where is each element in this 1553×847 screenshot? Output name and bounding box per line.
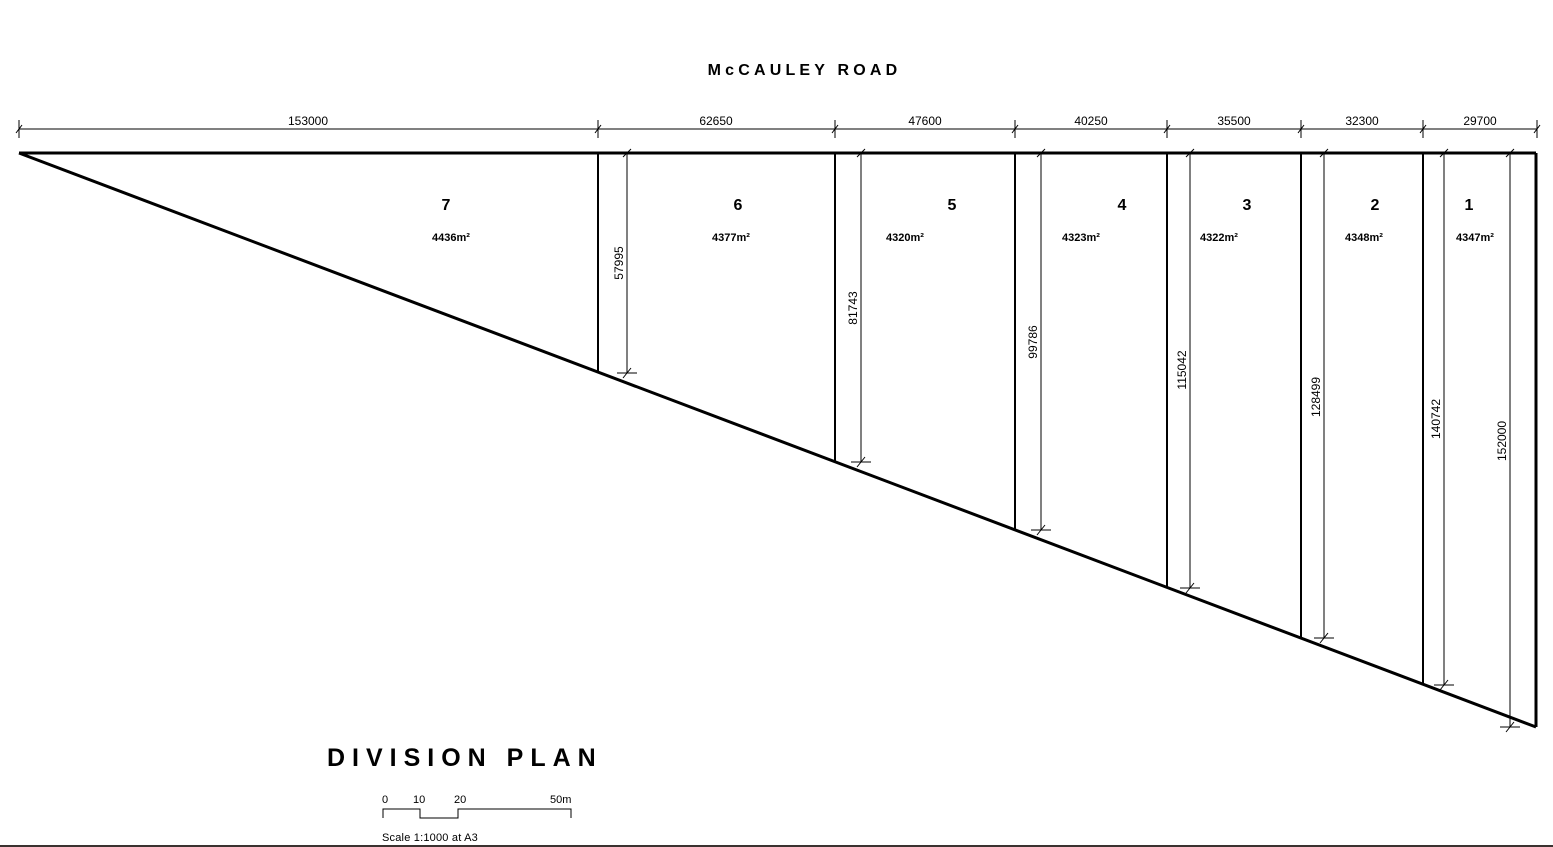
plan-title: DIVISION PLAN [327, 744, 603, 772]
frontage-dim-lot-6: 62650 [699, 114, 733, 128]
lot-2: 2 4348m² [1345, 197, 1383, 244]
lot-4: 4 4323m² [1062, 197, 1127, 244]
depth-dim-lot-1: 140742 [1429, 399, 1443, 439]
frontage-dimension-line [15, 120, 1541, 138]
depth-dimension-labels: 57995 81743 99786 115042 128499 140742 1… [612, 246, 1509, 461]
depth-dim-lot-6: 57995 [612, 246, 626, 280]
lot-area: 4436m² [432, 232, 470, 244]
depth-dim-lot-2: 128499 [1309, 377, 1323, 417]
scale-tick-0: 0 [382, 794, 388, 806]
lot-number: 1 [1465, 197, 1474, 214]
lot-3: 3 4322m² [1200, 197, 1252, 244]
frontage-dim-lot-1: 29700 [1463, 114, 1497, 128]
frontage-dim-lot-4: 40250 [1074, 114, 1108, 128]
road-label: McCAULEY ROAD [707, 62, 902, 79]
lot-area: 4323m² [1062, 232, 1100, 244]
lot-5: 5 4320m² [886, 197, 957, 244]
depth-dim-lot-3: 115042 [1175, 350, 1189, 389]
lot-labels: 7 4436m² 6 4377m² 5 4320m² 4 4323m² 3 43… [432, 197, 1494, 244]
lot-area: 4377m² [712, 232, 750, 244]
frontage-dim-lot-3: 35500 [1217, 114, 1251, 128]
scale-bar: 0 10 20 50m [382, 794, 572, 819]
lot-7: 7 4436m² [432, 197, 470, 244]
lot-1: 1 4347m² [1456, 197, 1494, 244]
scale-tick-50m: 50m [550, 794, 571, 806]
depth-dimension-lines [617, 148, 1520, 733]
lot-number: 5 [948, 197, 957, 214]
lot-number: 3 [1243, 197, 1252, 214]
bottom-border [0, 845, 1553, 847]
scale-caption: Scale 1:1000 at A3 [382, 832, 478, 844]
frontage-dim-lot-5: 47600 [908, 114, 942, 128]
depth-dim-lot-4: 99786 [1026, 325, 1040, 359]
scale-tick-20: 20 [454, 794, 466, 806]
lot-area: 4347m² [1456, 232, 1494, 244]
frontage-dim-lot-2: 32300 [1345, 114, 1379, 128]
lot-area: 4320m² [886, 232, 924, 244]
parcel-outline [18, 151, 1538, 729]
frontage-dim-lot-7: 153000 [288, 114, 328, 128]
lot-boundaries [597, 153, 1424, 684]
lot-area: 4322m² [1200, 232, 1238, 244]
scale-tick-10: 10 [413, 794, 425, 806]
lot-area: 4348m² [1345, 232, 1383, 244]
depth-dim-end: 152000 [1495, 421, 1509, 461]
lot-number: 6 [734, 197, 743, 214]
frontage-dimension-labels: 153000 62650 47600 40250 35500 32300 297… [288, 114, 1497, 128]
lot-number: 2 [1371, 197, 1380, 214]
lot-number: 4 [1118, 197, 1127, 214]
depth-dim-lot-5: 81743 [846, 291, 860, 325]
lot-6: 6 4377m² [712, 197, 750, 244]
lot-number: 7 [442, 197, 451, 214]
